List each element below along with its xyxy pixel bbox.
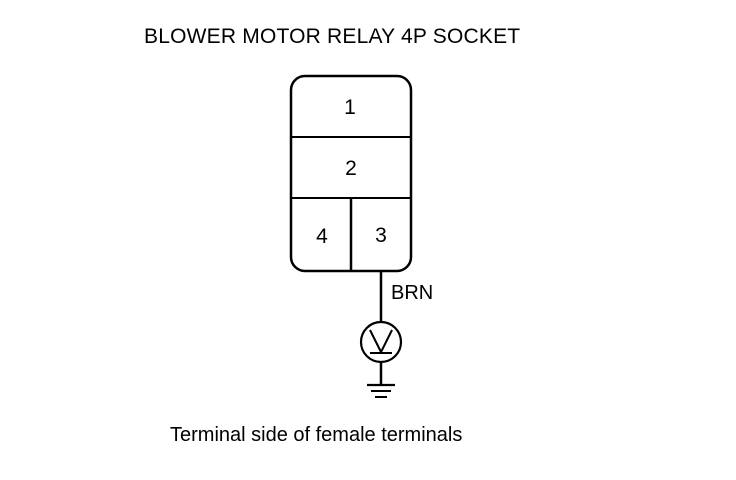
- wire-color-label: BRN: [391, 282, 433, 304]
- terminal-4-label: 4: [316, 225, 328, 248]
- diagram-caption: Terminal side of female terminals: [170, 424, 463, 446]
- terminal-3-label: 3: [375, 224, 387, 247]
- ground-icon: [367, 383, 395, 398]
- diagram-title: BLOWER MOTOR RELAY 4P SOCKET: [144, 25, 521, 48]
- terminal-1-label: 1: [344, 96, 356, 119]
- terminal-2-label: 2: [345, 157, 357, 180]
- voltmeter-symbol: [359, 320, 403, 364]
